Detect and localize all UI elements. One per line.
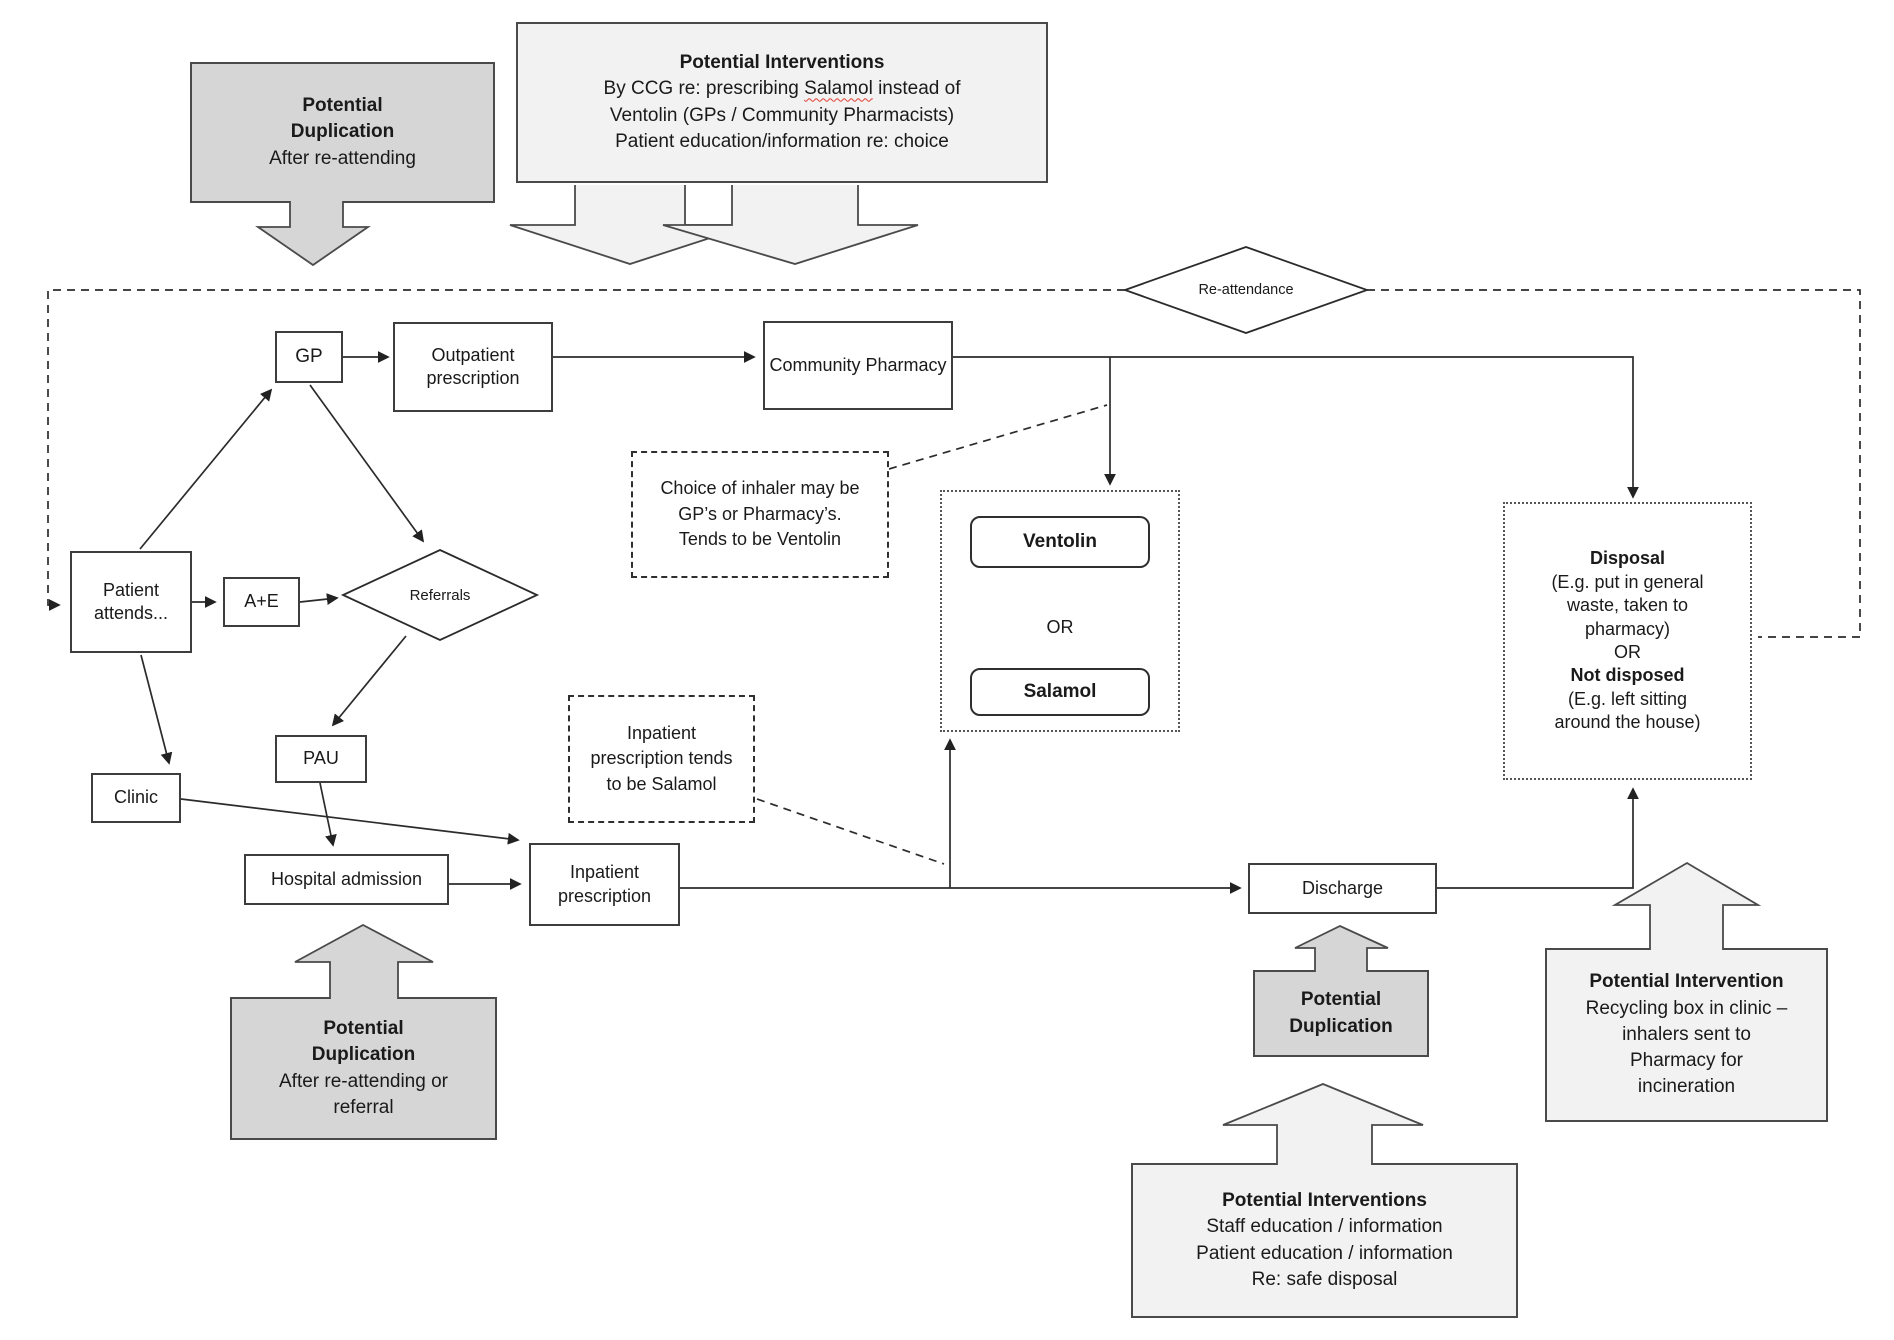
node-salamol: Salamol [970, 668, 1150, 716]
disposal-sub1: (E.g. put in general waste, taken to pha… [1551, 571, 1704, 639]
node-hospital-admission: Hospital admission [244, 854, 449, 905]
edge-ae-referrals [299, 593, 339, 606]
note-choice-of-inhaler: Choice of inhaler may be GP’s or Pharmac… [631, 451, 889, 578]
reattendance-label: Re-attendance [1198, 282, 1294, 298]
node-discharge: Discharge [1248, 863, 1437, 914]
intervention-line1: By CCG re: prescribing Salamol instead o… [603, 78, 961, 100]
edge-pharmacy-disposal [953, 356, 1639, 499]
callout-recycling-intervention: Potential Intervention Recycling box in … [1545, 948, 1828, 1122]
referrals-diamond [340, 549, 540, 641]
node-ventolin: Ventolin [970, 516, 1150, 568]
node-pau: PAU [275, 735, 367, 783]
reattendance-diamond [1122, 246, 1370, 334]
node-patient-attends: Patient attends... [70, 551, 192, 653]
choice-note-connector [888, 404, 1108, 470]
edge-patient-gp [139, 388, 273, 550]
disposal-title2: Not disposed [1570, 665, 1685, 686]
up-arrow-recycling [1611, 861, 1762, 950]
down-arrow-top-duplication [255, 201, 371, 267]
node-a-and-e: A+E [223, 577, 300, 627]
edge-clinic-inpatient [180, 798, 520, 845]
node-clinic: Clinic [91, 773, 181, 823]
disposal-title: Disposal [1589, 548, 1666, 569]
node-disposal: Disposal (E.g. put in general waste, tak… [1503, 502, 1752, 780]
disposal-or: OR [1614, 642, 1641, 662]
reattendance-loop-left [47, 289, 1125, 611]
edge-discharge-disposal [1437, 787, 1639, 889]
node-inpatient-prescription: Inpatient prescription [529, 843, 680, 926]
edge-patient-clinic [140, 654, 173, 765]
up-arrow-discharge-duplication [1294, 925, 1389, 972]
callout-bottom-duplication: Potential Duplication After re-attending… [230, 997, 497, 1140]
node-community-pharmacy: Community Pharmacy [763, 321, 953, 410]
edge-pau-hospital [319, 782, 337, 847]
tends-note-connector [756, 798, 945, 865]
disposal-sub2: (E.g. left sitting around the house) [1554, 688, 1701, 733]
node-gp: GP [275, 331, 343, 383]
referrals-label: Referrals [409, 586, 471, 604]
callout-discharge-duplication: Potential Duplication [1253, 970, 1429, 1057]
salamol-spellcheck: Salamol [804, 78, 873, 100]
edge-referrals-pau [331, 635, 407, 727]
node-outpatient-prescription: Outpatient prescription [393, 322, 553, 412]
edge-gp-referrals [309, 384, 425, 543]
down-arrow-interventions-right [662, 185, 919, 265]
or-label: OR [1046, 616, 1074, 637]
callout-top-interventions: Potential Interventions By CCG re: presc… [516, 22, 1048, 183]
note-inpatient-tends: Inpatient prescription tends to be Salam… [568, 695, 755, 823]
up-arrow-bottom-duplication [294, 923, 434, 999]
up-arrow-safe-disposal [1222, 1083, 1424, 1165]
